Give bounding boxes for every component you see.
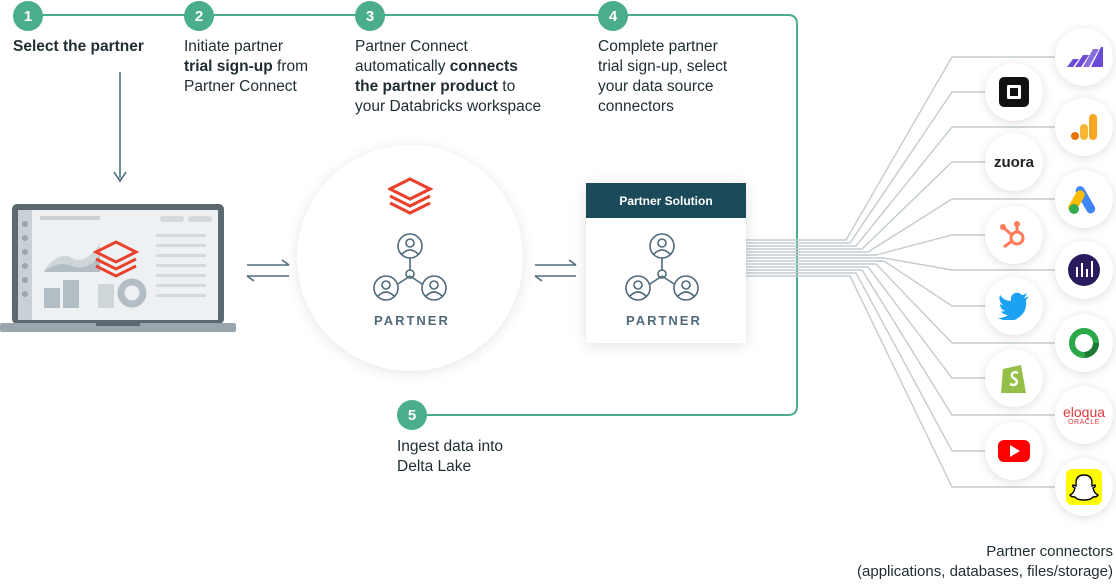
- partner-solution-title: Partner Solution: [586, 183, 746, 218]
- connector-zuora[interactable]: zuora: [985, 133, 1043, 191]
- step-4-text: Complete partner trial sign-up, select y…: [598, 38, 728, 115]
- partner-solution-card: Partner Solution: [586, 183, 746, 343]
- connector-hubspot[interactable]: [985, 206, 1043, 264]
- connector-square[interactable]: [985, 63, 1043, 121]
- zuora-wordmark: zuora: [993, 153, 1034, 171]
- laptop-illustration: [0, 204, 236, 332]
- connector-ring[interactable]: [1055, 314, 1113, 372]
- down-arrow-head: [113, 171, 127, 183]
- connector-shopify[interactable]: [985, 349, 1043, 407]
- databricks-logo-icon: [388, 177, 434, 215]
- square-icon: [999, 77, 1029, 107]
- chart-badge-icon: [1068, 254, 1100, 286]
- google-ads-icon: [1068, 186, 1096, 214]
- connector-fanout-lines: [746, 56, 1058, 488]
- partner-label: PARTNER: [626, 313, 702, 328]
- shopify-icon: [1001, 365, 1026, 393]
- connector-youtube[interactable]: [985, 422, 1043, 480]
- google-analytics-icon: [1071, 114, 1097, 140]
- youtube-icon: [998, 440, 1030, 462]
- connector-google-ads[interactable]: [1055, 170, 1113, 228]
- step-5-badge: 5: [397, 400, 427, 430]
- step-2-text: Initiate partner trial sign-up from Part…: [184, 38, 309, 95]
- bidirectional-arrow-right: [534, 259, 577, 282]
- step-3-text: Partner Connect automatically connects t…: [355, 38, 542, 115]
- partner-network-icon: [373, 233, 447, 301]
- hubspot-icon: [1000, 221, 1025, 249]
- bidirectional-arrow-left: [246, 259, 290, 282]
- step-2-badge: 2: [184, 1, 214, 31]
- partner-network-icon: [625, 233, 699, 301]
- databricks-logo-icon: [92, 240, 140, 278]
- snapchat-icon: [1066, 469, 1102, 505]
- eloqua-wordmark: eloqua: [1062, 403, 1106, 420]
- step-4-badge: 4: [598, 1, 628, 31]
- partner-connectors-caption: Partner connectors (applications, databa…: [857, 543, 1113, 580]
- twitter-icon: [998, 292, 1029, 320]
- connector-eloqua[interactable]: eloqua ORACLE: [1055, 386, 1113, 444]
- connector-chart-badge[interactable]: [1055, 241, 1113, 299]
- stacked-bars-icon: [1067, 47, 1103, 67]
- ring-icon: [1069, 328, 1099, 358]
- connector-twitter[interactable]: [985, 277, 1043, 335]
- step-3-badge: 3: [355, 1, 385, 31]
- step-connector-line: [28, 14, 798, 416]
- connector-google-analytics[interactable]: [1055, 98, 1113, 156]
- step-5-text: Ingest data into Delta Lake: [397, 438, 503, 475]
- connector-snapchat[interactable]: [1055, 458, 1113, 516]
- step-1-badge: 1: [13, 1, 43, 31]
- connector-stacked-bars[interactable]: [1055, 28, 1113, 86]
- oracle-wordmark: ORACLE: [1068, 418, 1100, 426]
- partner-label: PARTNER: [374, 313, 450, 328]
- step-1-text: Select the partner: [13, 38, 144, 55]
